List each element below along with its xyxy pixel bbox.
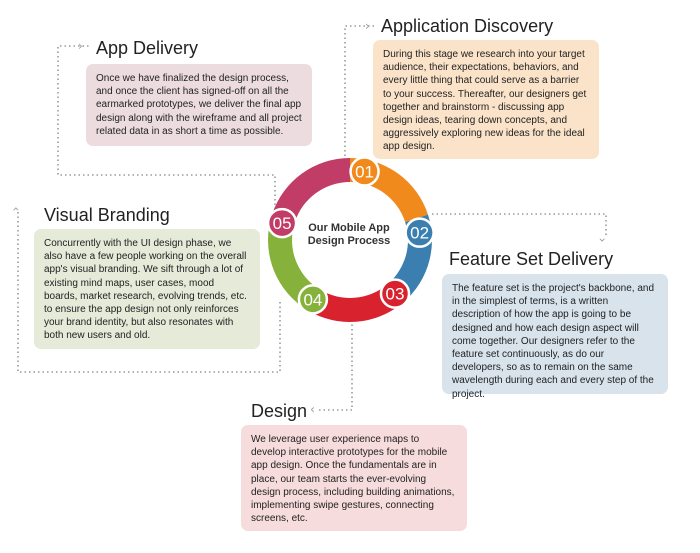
stage-badge-03	[379, 278, 411, 309]
chevron-icon: ›	[310, 403, 315, 417]
app-delivery-title: App Delivery	[96, 38, 199, 58]
stage-number-03: 03	[386, 285, 405, 304]
stage-badge-04	[297, 284, 329, 315]
visual-branding-box: Concurrently with the UI design phase, w…	[34, 229, 260, 349]
connector-application-discovery	[344, 25, 376, 165]
stage-number-05: 05	[273, 214, 292, 233]
stage-badge-05	[266, 207, 298, 239]
connector-design	[318, 320, 353, 411]
stage-badge-01	[349, 156, 380, 187]
stage-badge-02	[404, 217, 435, 248]
visual-branding-title: Visual Branding	[44, 205, 170, 225]
feature-set-delivery-box: The feature set is the project's backbon…	[442, 274, 668, 400]
app-delivery-box: Once we have finalized the design proces…	[86, 64, 312, 146]
stage-number-02: 02	[410, 224, 429, 243]
application-discovery-box: During this stage we research into your …	[373, 40, 599, 159]
chevron-icon: ›	[78, 39, 83, 53]
connector-feature-set	[432, 213, 607, 238]
chevron-icon: ›	[8, 206, 23, 212]
stage-number-04: 04	[303, 290, 322, 309]
stage-number-01: 01	[355, 163, 374, 182]
center-label: Our Mobile App Design Process	[307, 222, 391, 247]
chevron-icon: ›	[595, 237, 610, 243]
feature-set-delivery-title: Feature Set Delivery	[449, 249, 614, 269]
design-box: We leverage user experience maps to deve…	[241, 425, 467, 531]
chevron-icon: ›	[365, 19, 370, 33]
ring-center	[294, 184, 406, 296]
application-discovery-title: Application Discovery	[381, 16, 554, 36]
design-title: Design	[251, 401, 308, 421]
ring-segment-05	[272, 158, 350, 223]
